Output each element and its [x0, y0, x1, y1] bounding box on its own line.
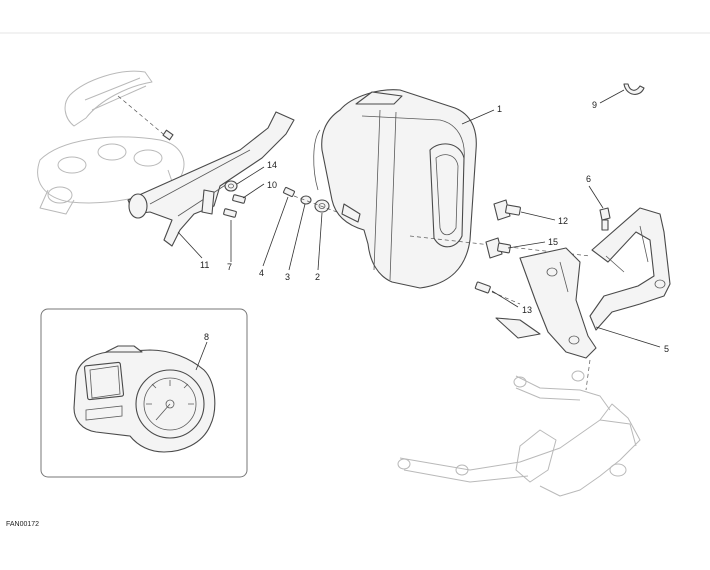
- bolt-6-part: [599, 207, 611, 231]
- callout-10: 10: [267, 180, 277, 190]
- subframe-ghost: [397, 370, 641, 497]
- callout-4: 4: [259, 268, 264, 278]
- callout-11: 11: [200, 260, 209, 270]
- callout-2: 2: [315, 272, 320, 282]
- headlight-stay-part: [127, 111, 295, 247]
- callout-6: 6: [586, 174, 591, 184]
- fastener-7-part: [223, 208, 237, 218]
- bracket-to-subframe-dashline: [585, 359, 591, 391]
- fastener-14-part: [224, 180, 238, 192]
- callout-5: 5: [664, 344, 669, 354]
- callout-1: 1: [497, 104, 502, 114]
- callout-15: 15: [548, 237, 558, 247]
- headlight-unit-part: [313, 89, 477, 289]
- callout-13: 13: [522, 305, 532, 315]
- instrument-panel-inset: [40, 308, 248, 478]
- clip-9-part: [623, 83, 645, 95]
- fastener-3-part: [300, 195, 312, 205]
- fastener-10-part: [232, 194, 246, 204]
- callout-12: 12: [558, 216, 568, 226]
- fastener-15-part: [485, 237, 511, 259]
- drawing-code: FAN00172: [6, 521, 39, 528]
- fastener-13-part: [474, 281, 521, 305]
- fastener-12-part: [493, 199, 521, 221]
- callout-14: 14: [267, 160, 277, 170]
- ghost-to-stay-dashline: [117, 95, 169, 139]
- callout-9: 9: [592, 100, 597, 110]
- fastener-2-part: [314, 199, 330, 213]
- leader-lines: [177, 89, 661, 371]
- fastener-4-part: [282, 186, 296, 198]
- instrument-cluster-part: [73, 345, 216, 453]
- ghost-bolt: [162, 129, 174, 141]
- headlight-bracket-part: [495, 207, 671, 359]
- callout-8: 8: [204, 332, 209, 342]
- callout-7: 7: [227, 262, 232, 272]
- callout-3: 3: [285, 272, 290, 282]
